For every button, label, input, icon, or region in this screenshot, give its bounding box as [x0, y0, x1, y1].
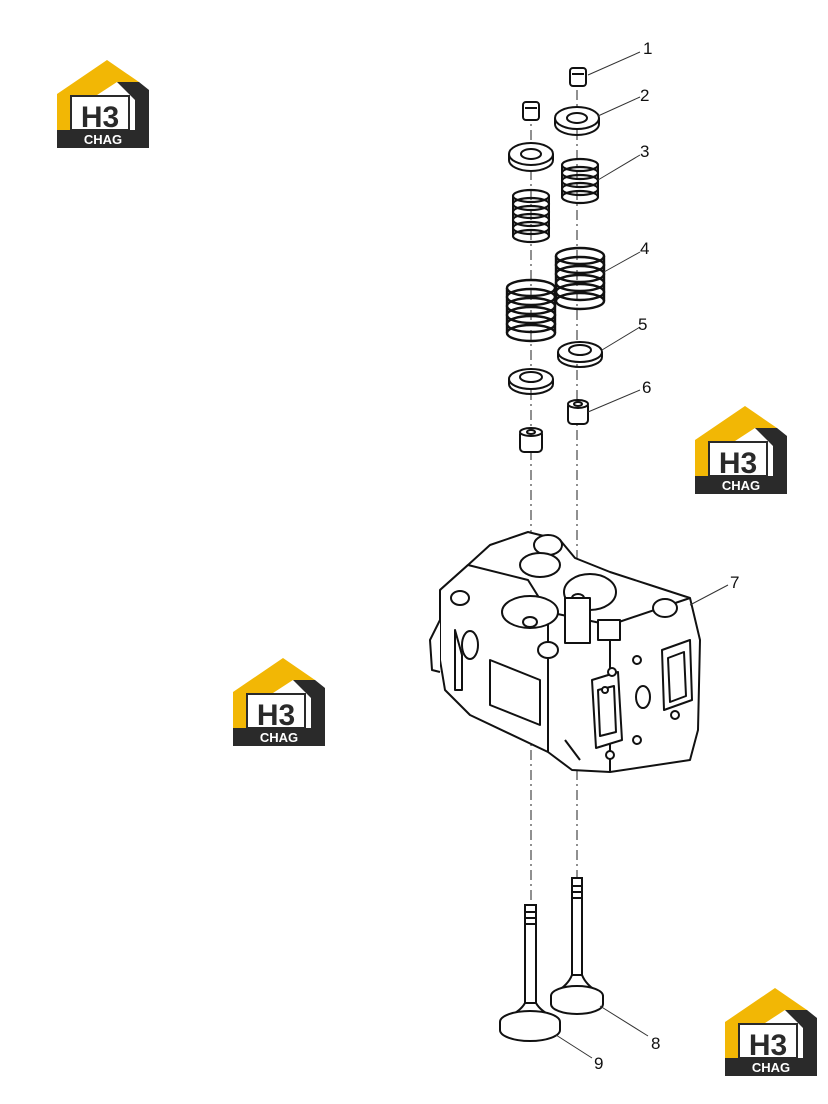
svg-text:CHAG: CHAG — [722, 478, 760, 493]
watermark-logo-top-left: H3 CHAG — [56, 59, 150, 149]
upper-spring-seat-left — [508, 142, 554, 172]
inner-spring-left — [511, 188, 551, 244]
cylinder-head — [429, 531, 701, 773]
outer-spring-left — [505, 278, 557, 343]
inner-spring-right — [560, 157, 600, 205]
callout-3: 3 — [640, 142, 649, 161]
outer-spring-right — [554, 246, 606, 311]
callout-5: 5 — [638, 315, 647, 334]
svg-text:CHAG: CHAG — [260, 730, 298, 745]
lower-spring-seat-left — [508, 368, 554, 395]
valve-collet-right — [569, 67, 587, 87]
callout-1: 1 — [643, 39, 652, 58]
callout-8: 8 — [651, 1034, 660, 1053]
svg-text:H3: H3 — [719, 447, 757, 480]
watermark-logo-bottom-right: H3 CHAG — [724, 987, 818, 1077]
callout-7: 7 — [730, 573, 739, 592]
valve-collet-left — [522, 101, 540, 121]
callout-labels: 1 2 3 4 5 6 7 8 9 — [594, 39, 739, 1073]
svg-text:CHAG: CHAG — [84, 132, 122, 147]
svg-text:H3: H3 — [257, 699, 295, 732]
valve-stem-seal-right — [567, 399, 589, 425]
center-axis-lines — [530, 70, 578, 905]
svg-text:H3: H3 — [749, 1029, 787, 1062]
watermark-logo-center-left: H3 CHAG — [232, 657, 326, 747]
callout-6: 6 — [642, 378, 651, 397]
intake-valve — [550, 877, 604, 1015]
watermark-logo-right: H3 CHAG — [694, 405, 788, 495]
valve-stem-seal-left — [519, 427, 543, 453]
lower-spring-seat-right — [557, 341, 603, 368]
exhaust-valve — [499, 904, 561, 1042]
callout-9: 9 — [594, 1054, 603, 1073]
callout-4: 4 — [640, 239, 649, 258]
leader-lines — [555, 51, 729, 1059]
svg-text:H3: H3 — [81, 101, 119, 134]
callout-2: 2 — [640, 86, 649, 105]
svg-text:CHAG: CHAG — [752, 1060, 790, 1075]
upper-spring-seat-right — [554, 106, 600, 136]
